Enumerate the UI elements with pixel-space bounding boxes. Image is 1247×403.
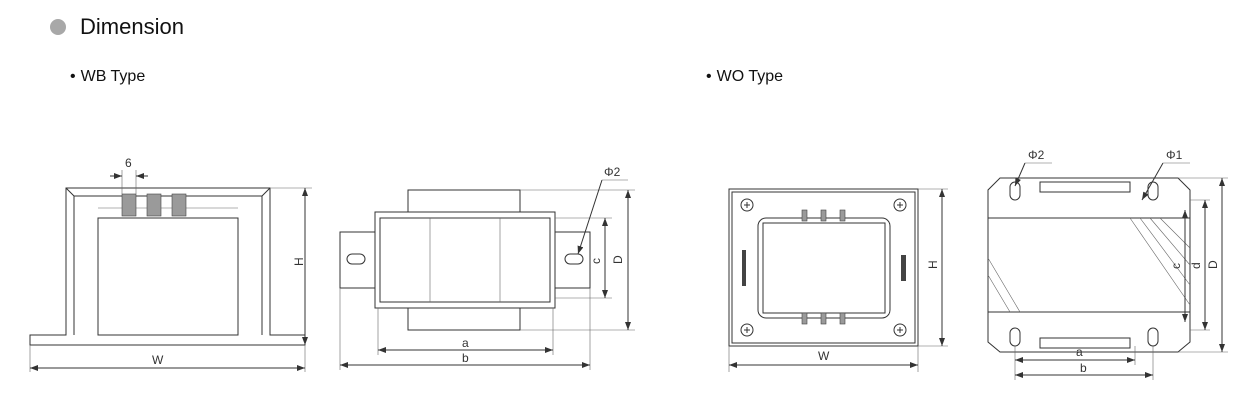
wb-a-label: a <box>462 336 469 350</box>
wo-height-label: H <box>926 260 940 269</box>
wb-b-label: b <box>462 351 469 365</box>
wo-d-label: d <box>1189 262 1203 269</box>
wo-type-text: WO Type <box>716 68 783 85</box>
wo-a-label: a <box>1076 345 1083 359</box>
wo-b-label: b <box>1080 361 1087 375</box>
wo-hole1-label: Φ1 <box>1166 148 1183 162</box>
bullet: • <box>70 68 76 85</box>
section-title: Dimension <box>80 14 184 39</box>
brand-logo <box>901 255 906 281</box>
wb-front-view: 6 H W <box>29 156 312 372</box>
wb-type-text: WB Type <box>80 68 146 85</box>
wb-terminal-pitch-label: 6 <box>125 156 132 170</box>
brand-logo <box>742 250 746 286</box>
wb-height-label: H <box>292 257 306 266</box>
wb-depth-label: D <box>611 255 625 264</box>
screw-icon <box>740 198 907 337</box>
bullet: • <box>706 68 712 85</box>
wo-depth-label: D <box>1206 260 1220 269</box>
wo-front-view: H W <box>728 188 948 372</box>
wb-top-view: D c Φ2 a b <box>339 165 635 370</box>
wo-width-label: W <box>818 349 830 363</box>
wo-hole2-label: Φ2 <box>1028 148 1045 162</box>
section-heading: Dimension <box>50 14 184 40</box>
wb-type-label: •WB Type <box>70 68 145 86</box>
wo-type-label: •WO Type <box>706 68 783 86</box>
wo-c-label: c <box>1169 263 1183 269</box>
wb-hole-label: Φ2 <box>604 165 621 179</box>
bullet-dot-icon <box>50 19 66 35</box>
wb-width-label: W <box>152 353 164 367</box>
wb-c-label: c <box>589 258 603 264</box>
wo-side-view: Φ2 Φ1 c d D a b <box>987 148 1228 380</box>
